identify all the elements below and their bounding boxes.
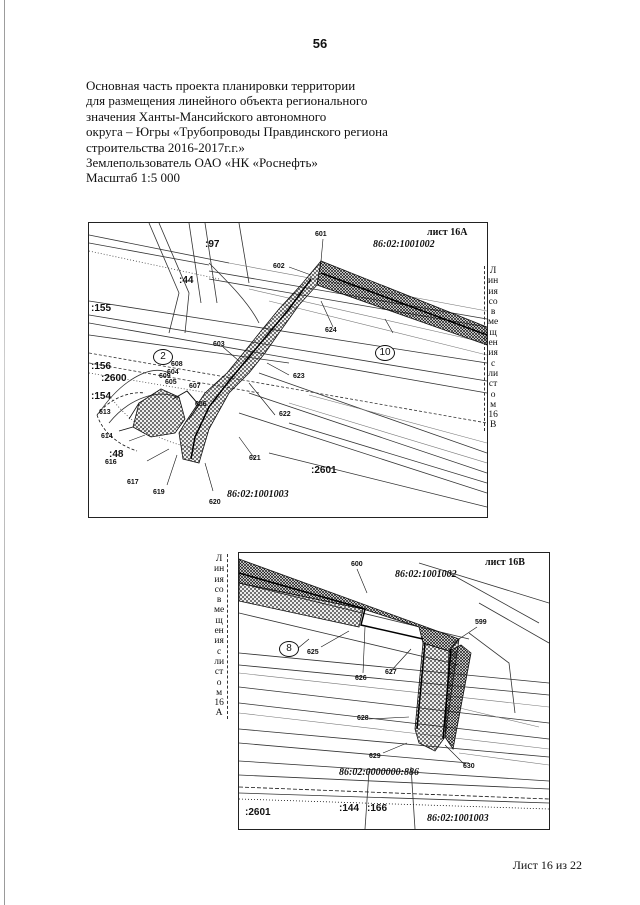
match-line-text: ме bbox=[214, 605, 225, 616]
match-line-text: в bbox=[490, 307, 496, 318]
cadastral-quarter-label: 86:02:1001002 bbox=[395, 569, 457, 580]
match-line-text: ли bbox=[488, 368, 499, 379]
page-edge-line bbox=[4, 0, 5, 905]
boundary-point-label: 604 bbox=[167, 369, 179, 376]
parcel-label: :2601 bbox=[245, 807, 271, 818]
boundary-point-label: 601 bbox=[315, 231, 327, 238]
parcel-label: :156 bbox=[91, 361, 112, 372]
match-line-text: ст bbox=[214, 667, 224, 678]
match-line-text: Л bbox=[215, 554, 223, 564]
boundary-point-label: 616 bbox=[105, 459, 117, 466]
boundary-point-label: 625 bbox=[307, 649, 319, 656]
boundary-point-label: 628 bbox=[357, 715, 369, 722]
match-line-text: 16 bbox=[488, 410, 498, 421]
parcel-label: :97 bbox=[205, 239, 220, 250]
match-line-note-16a: Л ин ия со в ме щ ен ия с ли ст о м 16 В bbox=[484, 266, 498, 431]
match-line-text: со bbox=[214, 584, 224, 595]
parcel-label: :154 bbox=[91, 391, 112, 402]
parcel-label: :155 bbox=[91, 303, 112, 314]
boundary-point-label: 630 bbox=[463, 763, 475, 770]
match-line-text: о bbox=[216, 677, 222, 688]
page-footer: Лист 16 из 22 bbox=[512, 858, 582, 872]
header-line: Основная часть проекта планировки террит… bbox=[86, 78, 356, 93]
boundary-point-label: 621 bbox=[249, 455, 261, 462]
match-line-text: ин bbox=[214, 564, 225, 575]
object-number-circle: 10 bbox=[375, 345, 395, 361]
header-line: округа – Югры «Трубопроводы Правдинского… bbox=[86, 124, 388, 140]
match-line-text: ия bbox=[488, 286, 498, 297]
match-line-text: ия bbox=[214, 636, 224, 647]
boundary-point-label: 608 bbox=[171, 361, 183, 368]
object-number-circle: 8 bbox=[279, 641, 299, 657]
header-line: строительства 2016-2017г.г.» bbox=[86, 139, 245, 155]
cadastral-quarter-label: 86:02:1001002 bbox=[373, 239, 435, 250]
boundary-point-label: 609 bbox=[159, 373, 171, 380]
boundary-point-label: 617 bbox=[127, 479, 139, 486]
match-line-text: о bbox=[490, 389, 496, 400]
match-line-text: со bbox=[488, 296, 498, 307]
boundary-point-label: 620 bbox=[209, 499, 221, 506]
match-line-text: м bbox=[490, 399, 497, 410]
boundary-point-label: 627 bbox=[385, 669, 397, 676]
header-line: Землепользователь ОАО «НК «Роснефть» bbox=[86, 155, 318, 171]
match-line-text: ен bbox=[488, 338, 498, 349]
boundary-point-label: 606 bbox=[195, 401, 207, 408]
match-line-text: ия bbox=[488, 348, 498, 359]
match-line-text: ин bbox=[488, 276, 499, 287]
match-line-text: в bbox=[216, 595, 222, 606]
match-line-text: А bbox=[215, 708, 223, 719]
boundary-point-label: 624 bbox=[325, 327, 337, 334]
match-line-text: ен bbox=[214, 626, 224, 637]
match-line-text: с bbox=[217, 646, 222, 657]
boundary-point-label: 599 bbox=[475, 619, 487, 626]
match-line-text: 16 bbox=[214, 698, 224, 709]
boundary-point-label: 622 bbox=[279, 411, 291, 418]
document-header: Основная часть проекта планировки террит… bbox=[86, 78, 388, 186]
match-line-text: Л bbox=[489, 266, 497, 276]
match-line-text: В bbox=[489, 420, 497, 431]
match-line-text: щ bbox=[489, 327, 497, 338]
map-b-drawing bbox=[239, 558, 549, 829]
map-sheet-16b: лист 16В 86:02:1001002 86:02:0000000:886… bbox=[238, 552, 550, 830]
header-line: Масштаб 1:5 000 bbox=[86, 170, 180, 186]
boundary-point-label: 623 bbox=[293, 373, 305, 380]
parcel-label: :144 bbox=[339, 803, 360, 814]
page-number: 56 bbox=[312, 36, 328, 51]
map-sheet-16a: лист 16А 86:02:1001002 86:02:1001003 :97… bbox=[88, 222, 488, 518]
match-line-text: м bbox=[216, 687, 223, 698]
match-line-text: ли bbox=[214, 656, 225, 667]
header-line: для размещения линейного объекта региона… bbox=[86, 93, 368, 109]
boundary-point-label: 603 bbox=[213, 341, 225, 348]
match-line-text: с bbox=[491, 358, 496, 369]
parcel-label: :48 bbox=[109, 449, 124, 460]
cadastral-quarter-label: 86:02:0000000:886 bbox=[339, 767, 419, 778]
boundary-point-label: 605 bbox=[165, 379, 177, 386]
sheet-title: лист 16А bbox=[427, 227, 468, 238]
parcel-label: :2601 bbox=[311, 465, 337, 476]
match-line-note-16b: Л ин ия со в ме щ ен ия с ли ст о м 16 А bbox=[214, 554, 229, 719]
boundary-point-label: 613 bbox=[99, 409, 111, 416]
boundary-point-label: 626 bbox=[355, 675, 367, 682]
parcel-label: :2600 bbox=[101, 373, 127, 384]
boundary-point-label: 602 bbox=[273, 263, 285, 270]
object-number-circle: 2 bbox=[153, 349, 173, 365]
parcel-label: :166 bbox=[367, 803, 388, 814]
match-line-text: ст bbox=[488, 379, 498, 390]
match-line-text: ия bbox=[214, 574, 224, 585]
boundary-point-label: 600 bbox=[351, 561, 363, 568]
cadastral-quarter-label: 86:02:1001003 bbox=[427, 813, 489, 824]
parcel-label: :44 bbox=[179, 275, 194, 286]
sheet-title: лист 16В bbox=[485, 557, 525, 568]
boundary-point-label: 629 bbox=[369, 753, 381, 760]
map-a-drawing bbox=[89, 223, 487, 508]
cadastral-quarter-label: 86:02:1001003 bbox=[227, 489, 289, 500]
boundary-point-label: 614 bbox=[101, 433, 113, 440]
header-line: значения Ханты-Мансийского автономного bbox=[86, 108, 327, 124]
match-line-text: ме bbox=[488, 317, 499, 328]
match-line-text: щ bbox=[215, 615, 223, 626]
boundary-point-label: 607 bbox=[189, 383, 201, 390]
boundary-point-label: 619 bbox=[153, 489, 165, 496]
